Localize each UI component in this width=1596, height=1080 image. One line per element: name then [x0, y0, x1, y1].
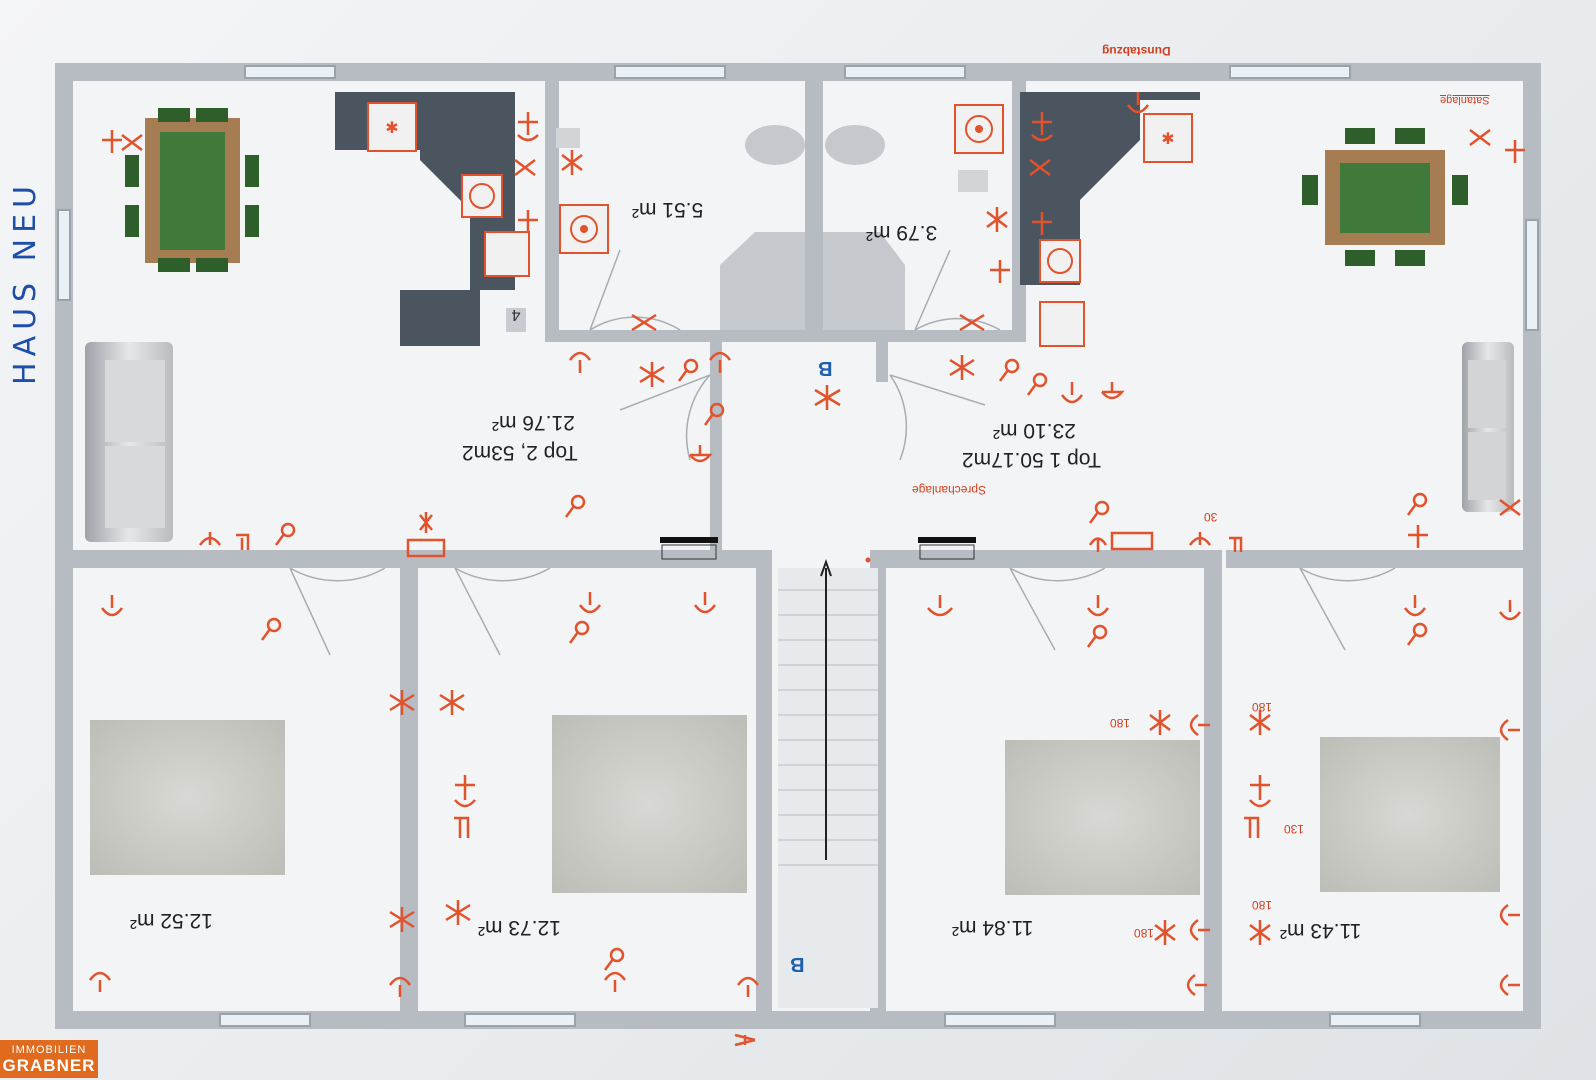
bathroom-fixtures — [556, 104, 1004, 330]
num-4-label: 4 — [511, 306, 520, 323]
windows — [57, 65, 1539, 1027]
dining-table-left — [125, 108, 259, 272]
area-room-1: 12.52 m² — [130, 909, 213, 932]
height-30: 30 — [1204, 510, 1218, 524]
kitchen-right: ✱ — [1020, 92, 1200, 347]
brand-logo: IMMOBILIEN GRABNER — [0, 1040, 98, 1078]
electrical-symbols — [88, 92, 1525, 1047]
area-bath-right: 3.79 m² — [866, 221, 938, 244]
handwritten-note: HAUS NEU — [8, 180, 43, 385]
area-room-3: 11.84 m² — [952, 916, 1034, 939]
stair-mark-top: B — [818, 357, 833, 379]
beds — [90, 715, 1500, 895]
height-130: 130 — [1284, 822, 1305, 836]
height-180-a: 180 — [1110, 716, 1131, 730]
svg-text:✱: ✱ — [1161, 131, 1174, 148]
height-180-b: 180 — [1252, 700, 1273, 714]
stair-mark-bottom: B — [790, 953, 805, 975]
height-180-c: 180 — [1134, 926, 1155, 940]
sofas — [85, 342, 1514, 542]
radiators — [660, 537, 976, 560]
height-180-d: 180 — [1252, 898, 1273, 912]
label-sprechanlage: Sprechanlage — [912, 483, 987, 497]
title-top2: Top 2, 53m2 — [462, 441, 578, 464]
label-satanlage: Satanlage — [1440, 94, 1490, 106]
area-top2: 21.76 m² — [492, 411, 575, 434]
brand-line-2: GRABNER — [2, 1056, 96, 1075]
area-room-4: 11.43 m² — [1280, 919, 1362, 942]
area-room-2: 12.73 m² — [478, 916, 561, 939]
door-swings — [289, 249, 1396, 656]
staircase — [778, 559, 878, 1008]
label-dunstabzug: Dunstabzug — [1102, 44, 1171, 58]
dining-table-right — [1302, 128, 1468, 266]
svg-text:✱: ✱ — [385, 120, 398, 137]
area-top1: 23.10 m² — [993, 419, 1076, 442]
brand-line-1: IMMOBILIEN — [11, 1044, 87, 1056]
title-top1: Top 1 50.17m2 — [962, 448, 1101, 471]
kitchen-left: ✱ — [335, 92, 530, 346]
area-bath-left: 5.51 m² — [632, 198, 704, 221]
